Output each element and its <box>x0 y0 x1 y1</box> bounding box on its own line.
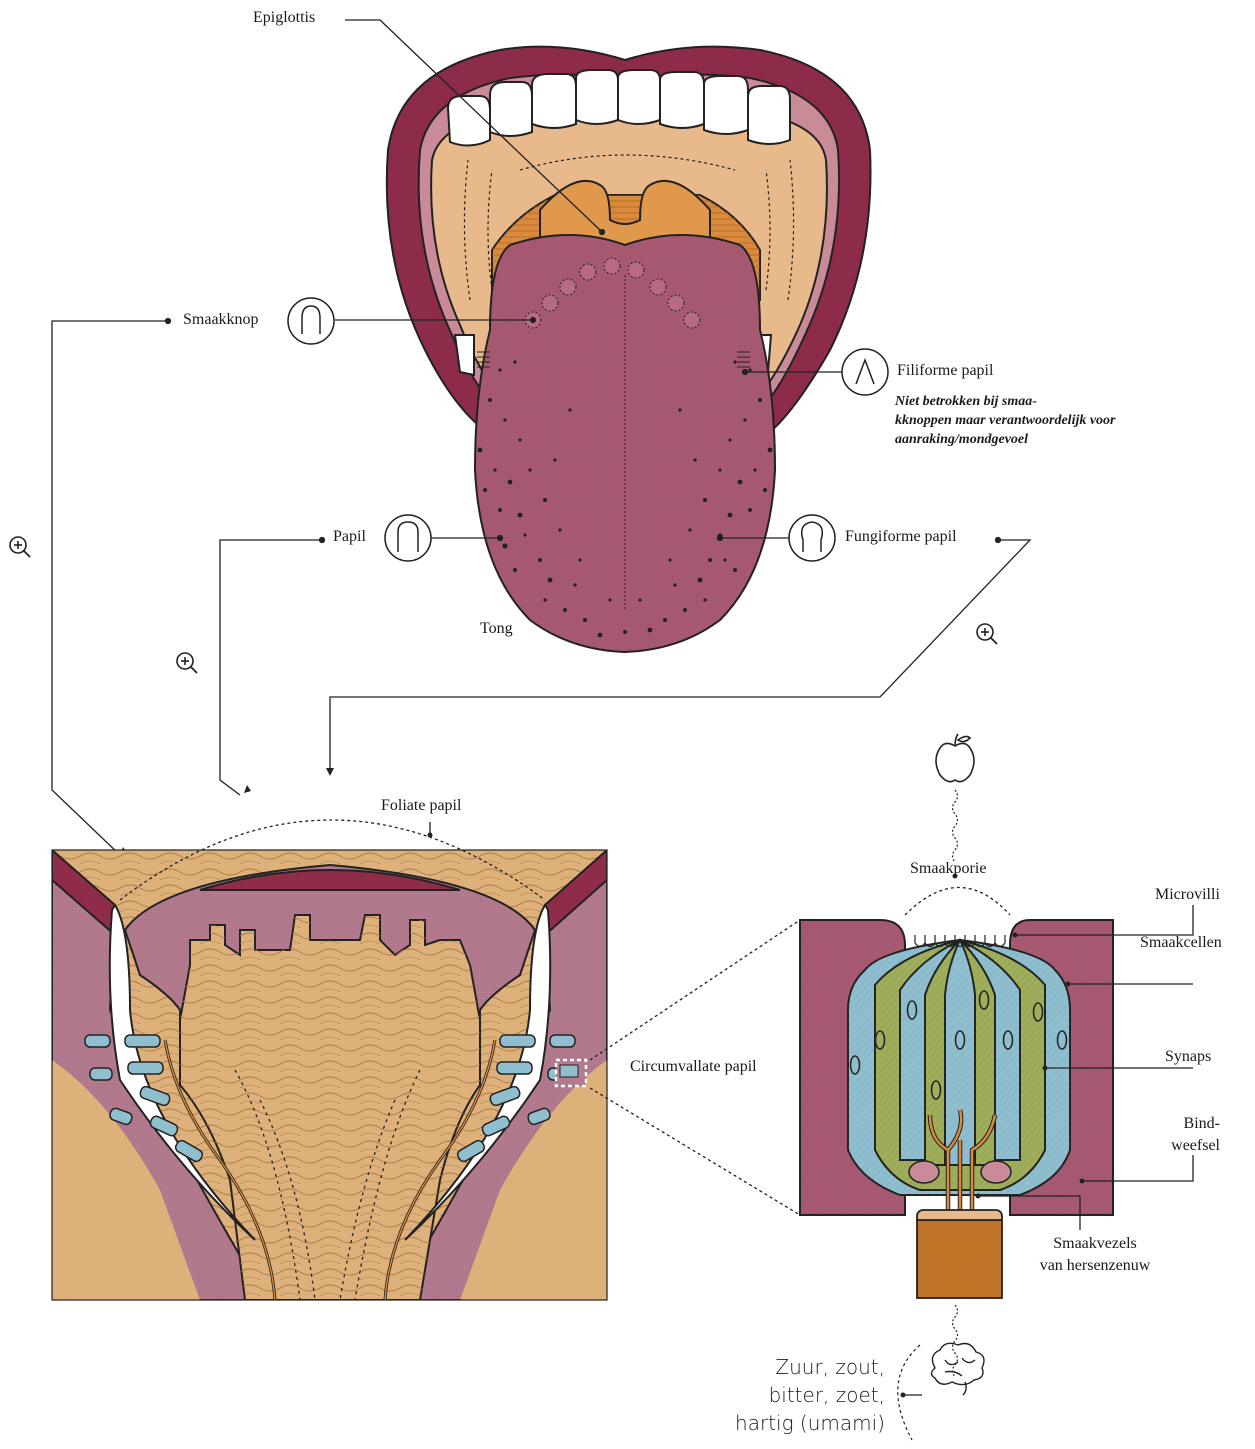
fungiform-papilla-icon <box>789 515 835 561</box>
label-tong: Tong <box>480 620 513 638</box>
label-epiglottis: Epiglottis <box>253 9 315 27</box>
label-synaps: Synaps <box>1165 1048 1211 1066</box>
taste-bud-detail <box>800 790 1193 1377</box>
zoom-in-icon[interactable] <box>177 653 197 673</box>
label-microvilli: Microvilli <box>1155 886 1220 904</box>
label-smaakcellen: Smaakcellen <box>1140 934 1222 952</box>
taste-bud-icon <box>288 298 334 344</box>
zoom-in-icon[interactable] <box>977 624 997 644</box>
filiform-papilla-icon <box>842 349 888 395</box>
label-smaakknop: Smaakknop <box>183 311 259 329</box>
zoom-in-icon[interactable] <box>10 537 30 557</box>
label-foliate: Foliate papil <box>381 797 461 815</box>
label-smaakporie: Smaakporie <box>910 860 986 878</box>
label-fungiforme: Fungiforme papil <box>845 528 957 546</box>
mouth-illustration <box>387 47 871 652</box>
label-bindweefsel: Bind- weefsel <box>1150 1113 1220 1157</box>
apple-icon <box>936 734 974 782</box>
papilla-icon <box>385 515 431 561</box>
label-filiforme: Filiforme papil <box>897 362 993 380</box>
taste-qualities: Zuur, zout, bitter, zoet, hartig (umami) <box>700 1353 885 1437</box>
label-circumvallate: Circumvallate papil <box>630 1058 757 1076</box>
filiforme-note: Niet betrokken bij smaa- kknoppen maar v… <box>895 392 1155 449</box>
label-papil: Papil <box>333 528 366 546</box>
brain-icon <box>932 1343 985 1395</box>
label-smaakvezels: Smaakvezels van hersenzenuw <box>1020 1233 1170 1277</box>
